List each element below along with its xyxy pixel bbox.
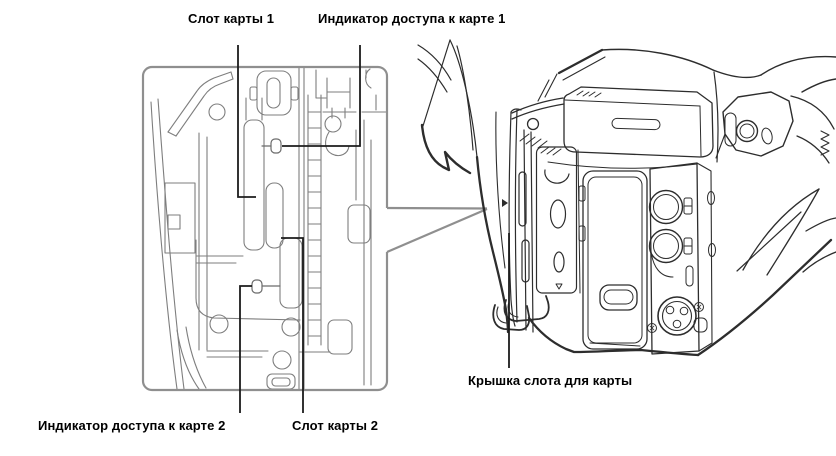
- body-outline: [475, 155, 833, 357]
- screw-hole-top: [208, 103, 226, 121]
- right-side-details: [715, 91, 836, 276]
- viewfinder-eyecup: [417, 39, 478, 175]
- screw-hole-bottom-right: [281, 317, 301, 337]
- side-head-assembly: [715, 91, 794, 159]
- side-jack: [735, 119, 759, 143]
- label-card-slot-cover: Крышка слота для карты: [468, 373, 633, 388]
- label-card-slot-2: Слот карты 2: [292, 418, 379, 433]
- body-top-edge: [511, 97, 565, 149]
- connector-panel: [647, 162, 716, 355]
- inset-frame: [141, 65, 389, 392]
- label-card-access-indicator-1: Индикатор доступа к карте 1: [318, 11, 506, 26]
- label-card-slot-1: Слот карты 1: [188, 11, 275, 26]
- label-card-access-indicator-2: Индикатор доступа к карте 2: [38, 418, 226, 433]
- card-slot-mechanism-drawing: [150, 66, 387, 391]
- cover-panel: [535, 146, 578, 294]
- battery-pack: [547, 86, 714, 169]
- callout-line-top: [386, 206, 488, 210]
- edge-hatching: [820, 130, 830, 156]
- card-access-indicator-2-knob: [251, 279, 263, 294]
- top-handle-silhouette: [537, 48, 836, 163]
- bnc-connector-1: [648, 189, 684, 225]
- xlr-connector: [657, 296, 697, 336]
- screw-hole-bottom-left: [209, 314, 229, 334]
- card-access-indicator-1-knob: [270, 138, 282, 154]
- inset-magnified-view: [141, 65, 488, 392]
- screw-hole-bottom-center: [272, 350, 292, 370]
- grip-handle: [599, 284, 638, 311]
- card-slot-cover-drawing: [502, 108, 581, 333]
- card-slot-2-leader-line: [281, 237, 304, 413]
- leader-lines: [237, 45, 510, 413]
- card-access-indicator-1-leader-line: [282, 45, 361, 147]
- body-screw: [526, 117, 540, 131]
- rear-recessed-panel: [578, 170, 648, 350]
- cover-triangle-marker: [502, 199, 508, 207]
- callout-lines: [386, 206, 488, 254]
- camera-illustration: [417, 39, 836, 357]
- card-slot-1-slit: [243, 119, 265, 251]
- card-slot-1-leader-line: [237, 45, 256, 198]
- card-access-indicator-2-leader-line: [239, 285, 252, 413]
- bnc-connector-2: [648, 228, 684, 264]
- callout-line-bottom: [386, 207, 488, 254]
